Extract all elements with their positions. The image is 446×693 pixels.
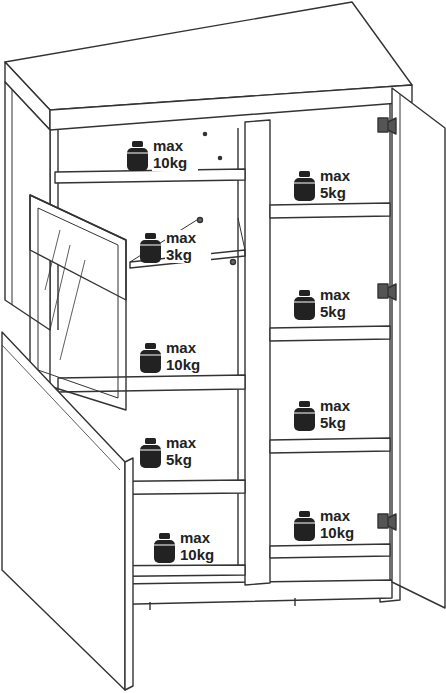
weight-cap [299,290,310,296]
load-label: max 10kg [179,530,225,563]
glass-pane [38,208,118,398]
weight-band [140,450,161,451]
shelf [270,544,390,558]
glass-clip [231,260,236,265]
load-label: max 3kg [165,230,211,263]
weight-cap [132,141,143,147]
weight-body [127,148,148,171]
hinge [378,514,396,530]
weight-body [294,408,315,431]
weight-icon [154,533,175,563]
weight-band [294,413,315,414]
shelf [270,326,390,341]
shelf-pin [218,156,221,159]
weight-cap [299,511,310,517]
back-edge [237,128,238,570]
shelf [270,203,390,218]
weight-cap [299,401,310,407]
weight-cap [145,343,156,349]
weight-body [140,350,161,373]
weight-icon [140,438,161,468]
load-label: max 5kg [319,398,365,431]
glass-clip [198,218,203,223]
load-label: max 5kg [165,435,211,468]
shelf-pin [203,132,206,135]
weight-band [127,153,148,154]
top-slab-front [50,85,412,130]
load-label: max 5kg [319,168,365,201]
hinge [378,118,396,134]
shelf [270,438,390,453]
load-label: max 10kg [319,508,365,541]
weight-icon [127,141,148,171]
weight-icon [294,511,315,541]
glass-shelf-edge [238,218,245,250]
shelf [58,375,245,392]
hinge [378,284,396,300]
load-label: max 5kg [319,287,365,320]
foot [149,602,150,610]
weight-icon [140,233,161,263]
weight-cap [299,171,310,177]
right-door [392,88,445,608]
shelf [55,169,245,183]
weight-band [140,245,161,246]
weight-band [294,523,315,524]
weight-body [154,540,175,563]
weight-icon [294,290,315,320]
door-edge [2,345,120,470]
weight-body [294,518,315,541]
weight-cap [145,233,156,239]
weight-icon [294,401,315,431]
weight-body [140,445,161,468]
weight-band [140,355,161,356]
door-edge [125,458,133,690]
load-label: max 10kg [165,340,211,373]
weight-icon [140,343,161,373]
weight-cap [159,533,170,539]
door-edge [400,94,401,586]
center-divider [245,120,270,585]
weight-body [294,178,315,201]
weight-cap [145,438,156,444]
side-edge [12,90,13,305]
weight-band [154,545,175,546]
foot [294,598,295,606]
lower-left-door [2,332,125,690]
glass-reflection [50,245,70,330]
glass-reflection [60,260,85,360]
weight-band [294,183,315,184]
glass-reflection [45,230,60,290]
weight-band [294,302,315,303]
weight-icon [294,171,315,201]
weight-body [140,240,161,263]
load-label: max 10kg [152,138,198,171]
weight-body [294,297,315,320]
